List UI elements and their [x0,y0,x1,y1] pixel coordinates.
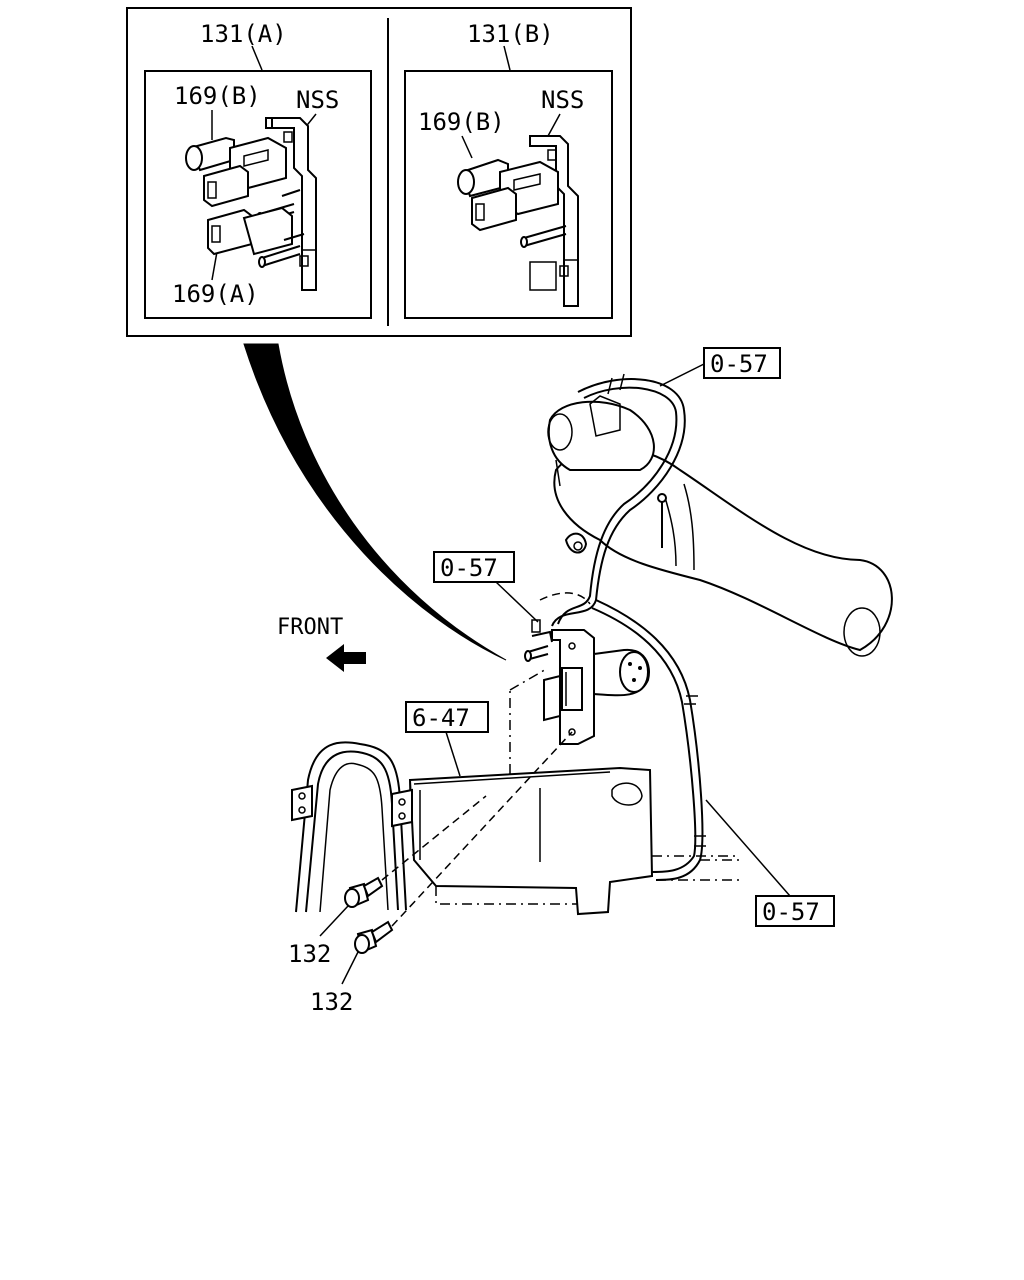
label-131b: 131(B) [467,20,554,48]
callout-swoosh [243,343,507,661]
label-front: FRONT [277,615,343,640]
mounting-bracket [408,766,740,916]
ref-box-bracket: 6-47 [405,701,489,777]
front-arrow-icon [326,644,366,672]
solenoid-169b-a [185,136,301,224]
label-nss-a: NSS [296,86,339,114]
label-131a: 131(A) [200,20,287,48]
label-132-lower: 132 [310,988,353,1016]
intake-duct [547,395,893,657]
bolt-lower [354,731,573,954]
ref-right-text: 0-57 [762,898,820,926]
label-169a: 169(A) [172,280,259,308]
ref-box-right: 0-57 [705,799,835,927]
ref-top-text: 0-57 [710,350,768,378]
ref-bracket-text: 6-47 [412,704,470,732]
ref-box-middle: 0-57 [433,551,539,623]
solenoid-bracket-b [529,135,579,307]
inset-131b: 131(B) 169(B) NSS [404,20,613,319]
solenoid-assembly [524,619,650,745]
inset-panel: 131(A) 169(B) NSS 169(A) [126,7,632,337]
label-132-upper: 132 [288,940,331,968]
label-nss-b: NSS [541,86,584,114]
solenoid-bracket-a [265,117,317,291]
solenoid-169b-b [457,158,567,248]
label-169b-a: 169(B) [174,82,261,110]
ref-middle-text: 0-57 [440,554,498,582]
frame-rail [291,741,413,913]
solenoid-169a [207,206,305,268]
inset-131a: 131(A) 169(B) NSS 169(A) [144,20,372,319]
bolt-upper [344,795,487,908]
label-169b-b: 169(B) [418,108,505,136]
front-indicator: FRONT [277,615,366,672]
ref-box-top: 0-57 [659,347,781,387]
vacuum-hoses [539,373,740,881]
